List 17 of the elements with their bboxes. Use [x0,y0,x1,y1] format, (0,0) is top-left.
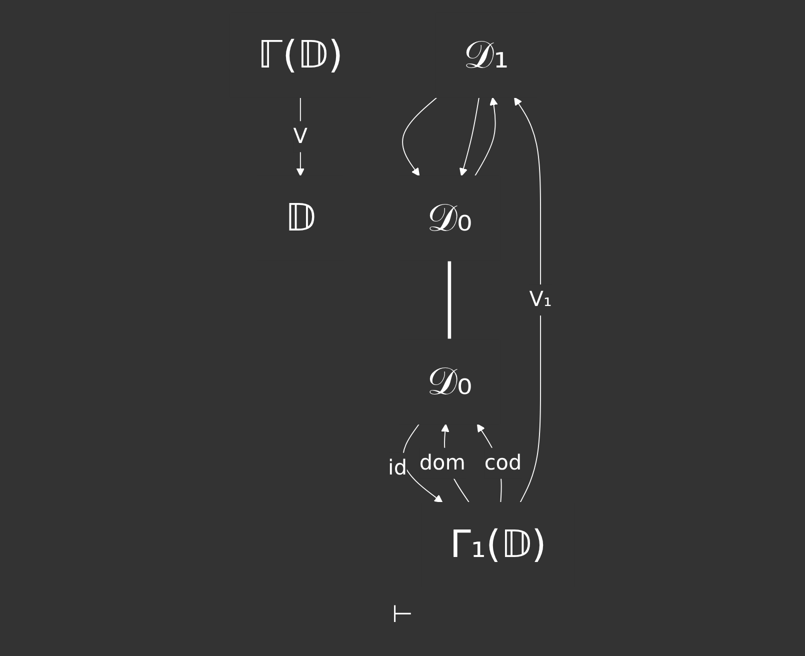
edge-label: id [388,456,408,480]
arrow [460,97,480,176]
edge-label: cod [484,452,522,476]
node-text: Γ₁(𝔻) [450,523,547,567]
node-text: 𝒟₀ [427,360,472,404]
edge-label: V [294,124,308,148]
edge-label: dom [420,452,466,476]
node-text: 𝒟₀ [427,196,472,240]
turnstile-symbol: ⊢ [392,600,413,628]
node-text: 𝒟₁ [464,33,510,77]
node-text: 𝔻 [285,196,316,240]
arrow [474,97,498,176]
arrow [402,97,438,176]
edge-label: V₁ [530,288,552,312]
connector [448,260,452,340]
arrow [514,97,542,503]
node-text: ℾ(𝔻) [258,33,344,77]
